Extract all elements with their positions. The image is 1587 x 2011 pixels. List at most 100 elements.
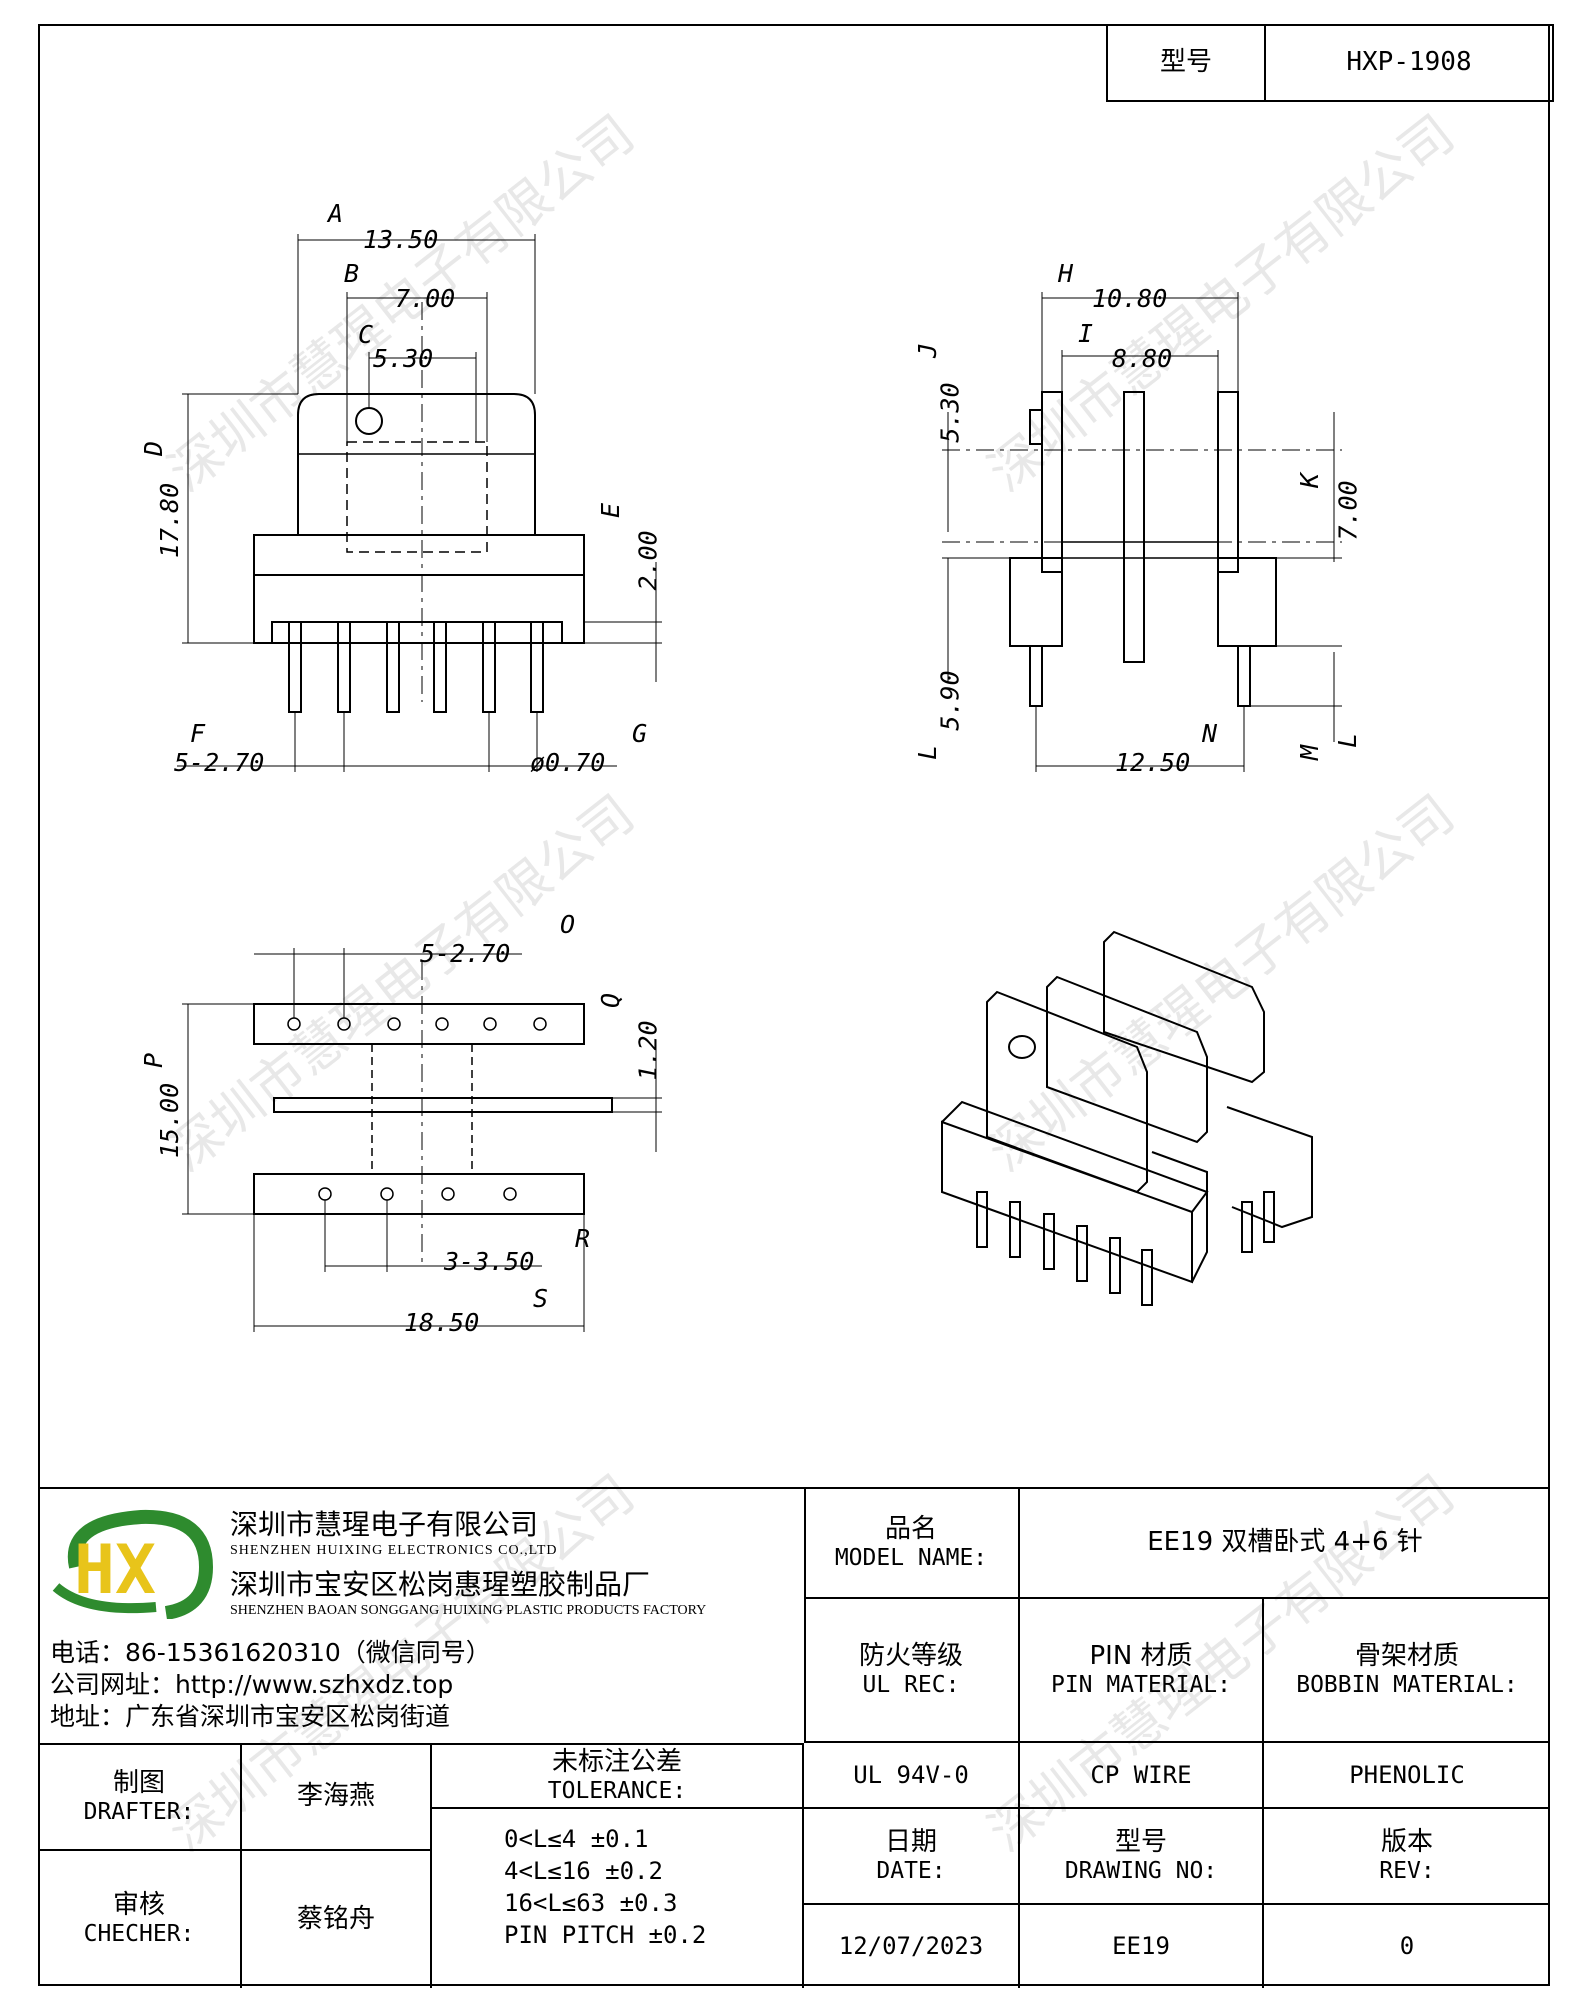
- checker-en: CHECHER:: [83, 1921, 195, 1948]
- bobbin-material-value: PHENOLIC: [1349, 1760, 1465, 1789]
- dim-g-value: ø0.70: [530, 748, 606, 777]
- dim-p-value: 15.00: [155, 1082, 185, 1159]
- dim-b-marker: B: [344, 259, 360, 288]
- ul-label-cell: 防火等级 UL REC:: [804, 1599, 1020, 1743]
- dim-k-value: 7.00: [1333, 480, 1363, 541]
- drawing-no-value-cell: EE19: [1020, 1905, 1264, 1988]
- dim-f-value: 5-2.70: [174, 748, 265, 777]
- dim-s-value: 18.50: [404, 1308, 480, 1337]
- dim-l-value: 5.90: [935, 670, 965, 731]
- checker-cn: 审核: [112, 1890, 165, 1921]
- dim-h-value: 10.80: [1092, 284, 1168, 313]
- dim-f-marker: F: [190, 719, 206, 748]
- model-name-label-cell: 品名 MODEL NAME:: [804, 1489, 1020, 1599]
- dim-h-marker: H: [1058, 259, 1074, 288]
- dim-c-marker: C: [358, 320, 374, 349]
- pin-material-en: PIN MATERIAL:: [1050, 1671, 1231, 1698]
- dim-p-marker: P: [139, 1052, 169, 1069]
- company-phone: 电话：86-15361620310（微信同号）: [50, 1638, 491, 1667]
- logo-text: HX: [74, 1531, 156, 1610]
- tolerance-line: 0<L≤4 ±0.1: [504, 1825, 649, 1853]
- ul-value-cell: UL 94V-0: [804, 1743, 1020, 1809]
- dim-q-value: 1.20: [633, 1020, 663, 1081]
- tolerance-line: PIN PITCH ±0.2: [504, 1921, 707, 1949]
- dim-b-value: 7.00: [395, 284, 456, 313]
- rev-value: 0: [1399, 1932, 1415, 1961]
- rev-value-cell: 0: [1264, 1905, 1550, 1988]
- dim-n-value: 12.50: [1115, 748, 1191, 777]
- tolerance-line: 16<L≤63 ±0.3: [504, 1889, 678, 1917]
- dim-m-marker: M: [1295, 744, 1325, 761]
- drafter-name: 李海燕: [296, 1781, 375, 1812]
- dim-o-marker: O: [560, 910, 576, 939]
- dim-l-marker: L: [913, 744, 943, 761]
- dim-s-marker: S: [533, 1284, 549, 1313]
- date-cn: 日期: [884, 1826, 937, 1857]
- drawing-no-label-cell: 型号 DRAWING NO:: [1020, 1809, 1264, 1905]
- dim-c-value: 5.30: [373, 344, 434, 373]
- dim-o-value: 5-2.70: [420, 939, 511, 968]
- header-model-label: 型号: [1159, 47, 1212, 78]
- front-view: [177, 234, 662, 772]
- dim-i-marker: I: [1078, 319, 1094, 348]
- pin-material-cn: PIN 材质: [1089, 1640, 1193, 1671]
- date-en: DATE:: [876, 1857, 946, 1884]
- pin-material-label-cell: PIN 材质 PIN MATERIAL:: [1020, 1599, 1264, 1743]
- checker-name: 蔡铭舟: [296, 1903, 375, 1934]
- header-model-value: HXP-1908: [1346, 47, 1472, 78]
- dim-a-value: 13.50: [363, 225, 439, 254]
- model-name-value: EE19 双槽卧式 4+6 针: [1147, 1527, 1423, 1558]
- tolerance-line: 4<L≤16 ±0.2: [504, 1857, 663, 1885]
- side-view: [942, 292, 1342, 772]
- bobbin-material-en: BOBBIN MATERIAL:: [1296, 1671, 1518, 1698]
- rev-label-cell: 版本 REV:: [1264, 1809, 1550, 1905]
- company-address: 地址：广东省深圳市宝安区松岗街道: [50, 1702, 451, 1731]
- bobbin-material-label-cell: 骨架材质 BOBBIN MATERIAL:: [1264, 1599, 1550, 1743]
- model-name-en: MODEL NAME:: [834, 1544, 988, 1571]
- ul-cn: 防火等级: [858, 1640, 963, 1671]
- company-website: 公司网址：http://www.szhxdz.top: [50, 1670, 454, 1699]
- drafter-cn: 制图: [112, 1767, 165, 1798]
- pin-material-value: CP WIRE: [1090, 1760, 1192, 1789]
- dim-e-value: 2.00: [633, 530, 663, 591]
- tolerance-en: TOLERANCE:: [547, 1777, 687, 1804]
- ul-en: UL REC:: [862, 1671, 960, 1698]
- dim-d-marker: D: [139, 440, 169, 457]
- factory-name-cn: 深圳市宝安区松岗惠瑆塑胶制品厂: [230, 1568, 651, 1601]
- dim-r-value: 3-3.50: [444, 1247, 535, 1276]
- dim-d-value: 17.80: [155, 482, 185, 559]
- drafter-name-cell: 李海燕: [242, 1743, 432, 1851]
- technical-drawing: [177, 234, 1342, 1332]
- dim-k-marker: K: [1295, 472, 1325, 489]
- bobbin-value-cell: PHENOLIC: [1264, 1743, 1550, 1809]
- dim-e-marker: E: [596, 502, 626, 519]
- drafter-label-cell: 制图 DRAFTER:: [38, 1743, 242, 1851]
- drawing-no-value: EE19: [1112, 1932, 1170, 1961]
- header-model-value-cell: HXP-1908: [1264, 24, 1554, 102]
- company-logo: HX: [46, 1507, 218, 1620]
- tolerance-label-cell: 未标注公差 TOLERANCE:: [432, 1743, 804, 1809]
- checker-label-cell: 审核 CHECHER:: [38, 1851, 242, 1988]
- tolerance-values-cell: 0<L≤4 ±0.1 4<L≤16 ±0.2 16<L≤63 ±0.3 PIN …: [432, 1809, 804, 1988]
- drawing-no-cn: 型号: [1114, 1826, 1167, 1857]
- dim-r-marker: R: [575, 1224, 591, 1253]
- drawing-sheet: 型号 HXP-1908 深圳市慧瑆电子有限公司 深圳市慧瑆电子有限公司 深圳市慧…: [38, 24, 1554, 1988]
- top-view: [182, 948, 662, 1332]
- dim-m-value: L: [1333, 732, 1363, 749]
- dim-g-marker: G: [632, 719, 648, 748]
- rev-cn: 版本: [1380, 1826, 1433, 1857]
- company-name-cn: 深圳市慧瑆电子有限公司: [230, 1508, 539, 1541]
- date-value: 12/07/2023: [838, 1932, 984, 1961]
- date-label-cell: 日期 DATE:: [804, 1809, 1020, 1905]
- rev-en: REV:: [1379, 1857, 1435, 1884]
- pin-value-cell: CP WIRE: [1020, 1743, 1264, 1809]
- drafter-en: DRAFTER:: [83, 1798, 195, 1825]
- title-block: HX 深圳市慧瑆电子有限公司 SHENZHEN HUIXING ELECTRON…: [38, 1487, 1550, 1988]
- ul-value: UL 94V-0: [853, 1760, 969, 1789]
- dim-i-value: 8.80: [1112, 344, 1173, 373]
- company-area: HX 深圳市慧瑆电子有限公司 SHENZHEN HUIXING ELECTRON…: [38, 1489, 806, 1743]
- factory-name-en: SHENZHEN BAOAN SONGGANG HUIXING PLASTIC …: [230, 1603, 707, 1618]
- checker-name-cell: 蔡铭舟: [242, 1851, 432, 1988]
- dim-j-value: 5.30: [935, 382, 965, 443]
- dim-n-marker: N: [1202, 719, 1218, 748]
